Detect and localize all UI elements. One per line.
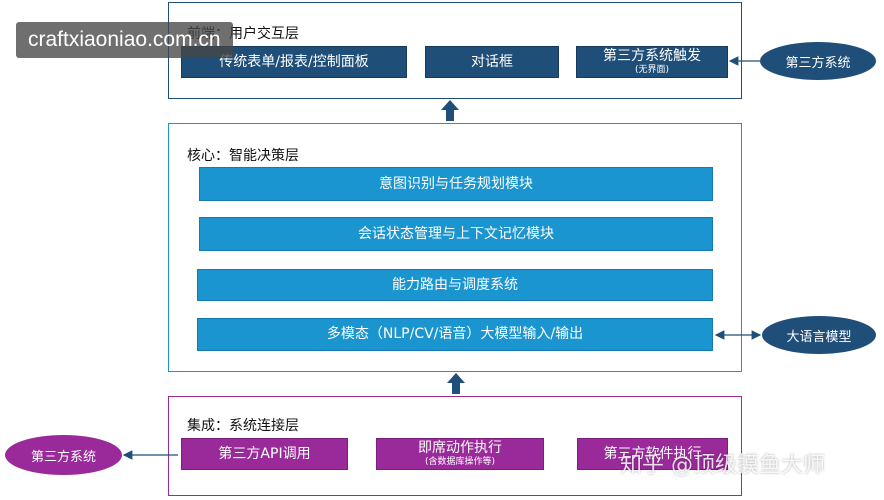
integration-layer-title: 集成：系统连接层 — [187, 418, 299, 434]
core-box-intent-label: 意图识别与任务规划模块 — [379, 175, 533, 192]
frontend-box-dialog[interactable]: 对话框 — [425, 46, 559, 78]
core-box-intent[interactable]: 意图识别与任务规划模块 — [199, 167, 713, 201]
external-third-party-system-top[interactable]: 第三方系统 — [760, 42, 876, 80]
integration-box-api-label: 第三方API调用 — [218, 445, 311, 462]
external-third-party-system-bottom[interactable]: 第三方系统 — [5, 435, 122, 475]
frontend-box-third-party-trigger-sub: (无界面) — [634, 65, 670, 76]
integration-box-adhoc-label: 即席动作执行 — [418, 440, 502, 457]
integration-box-software[interactable]: 第三方软件执行 — [577, 438, 728, 470]
integration-box-adhoc-sub: (含数据库操作等) — [424, 457, 496, 468]
core-layer-title: 核心：智能决策层 — [187, 148, 299, 164]
core-layer: 核心：智能决策层 意图识别与任务规划模块 会话状态管理与上下文记忆模块 能力路由… — [168, 123, 742, 372]
frontend-layer: 前端：用户交互层 传统表单/报表/控制面板 对话框 第三方系统触发 (无界面) — [168, 2, 742, 99]
author-watermark: 知乎 @顶级摸鱼大师 — [620, 453, 825, 478]
up-arrow-core-to-frontend — [441, 100, 459, 121]
frontend-box-dialog-label: 对话框 — [471, 53, 513, 70]
core-box-routing-label: 能力路由与调度系统 — [392, 276, 518, 293]
site-watermark: craftxiaoniao.com.cn — [16, 22, 233, 58]
core-box-session[interactable]: 会话状态管理与上下文记忆模块 — [199, 217, 713, 251]
frontend-box-third-party-trigger[interactable]: 第三方系统触发 (无界面) — [576, 46, 728, 78]
external-llm-label: 大语言模型 — [786, 329, 852, 345]
external-third-party-system-bottom-label: 第三方系统 — [30, 449, 96, 465]
frontend-box-forms-label: 传统表单/报表/控制面板 — [219, 53, 369, 70]
frontend-box-third-party-trigger-label: 第三方系统触发 — [603, 48, 701, 65]
external-third-party-system-top-label: 第三方系统 — [785, 55, 851, 71]
external-llm[interactable]: 大语言模型 — [762, 316, 876, 354]
up-arrow-integration-to-core — [447, 373, 465, 394]
integration-box-api[interactable]: 第三方API调用 — [181, 438, 348, 470]
integration-box-adhoc[interactable]: 即席动作执行 (含数据库操作等) — [376, 438, 544, 470]
core-box-session-label: 会话状态管理与上下文记忆模块 — [358, 225, 554, 242]
integration-layer: 集成：系统连接层 第三方API调用 即席动作执行 (含数据库操作等) 第三方软件… — [168, 396, 742, 496]
core-box-multimodal[interactable]: 多模态（NLP/CV/语音）大模型输入/输出 — [197, 318, 713, 351]
core-box-routing[interactable]: 能力路由与调度系统 — [197, 269, 713, 301]
core-box-multimodal-label: 多模态（NLP/CV/语音）大模型输入/输出 — [326, 326, 584, 343]
integration-box-software-label: 第三方软件执行 — [603, 445, 702, 462]
